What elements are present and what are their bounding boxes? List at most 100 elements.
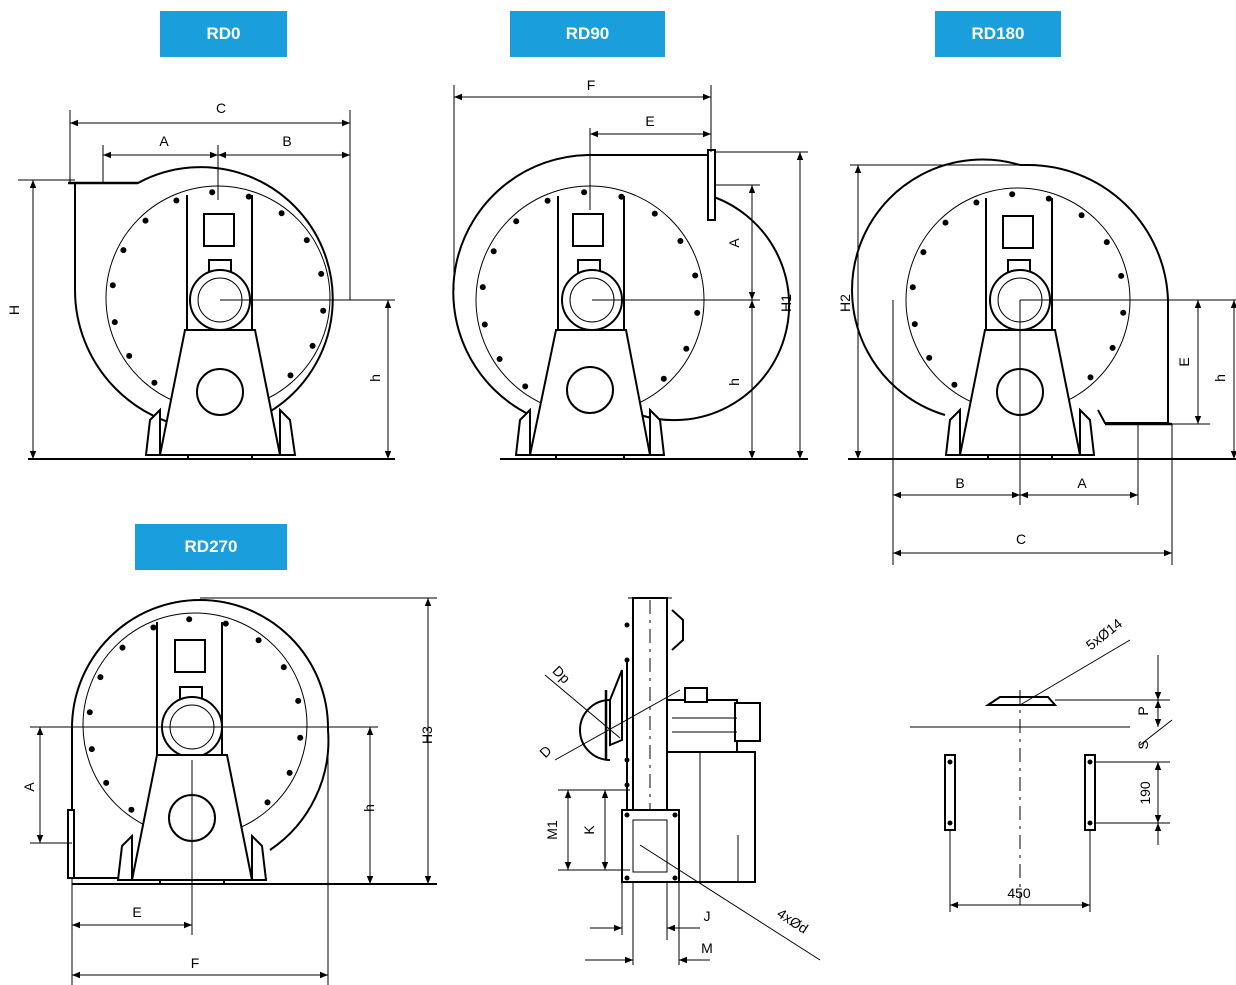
bolt-hole xyxy=(692,272,699,279)
fan-rd270: A h H3 E F xyxy=(21,597,437,985)
dim-label: E xyxy=(132,904,141,920)
bolt-hole xyxy=(496,356,503,362)
dim-label: A xyxy=(1077,475,1087,491)
bolt-hole xyxy=(295,697,302,704)
bolt-hole xyxy=(942,219,949,226)
bolt-hole xyxy=(911,321,918,328)
bolt-hole xyxy=(142,217,149,224)
dim-label: Dp xyxy=(550,662,574,686)
dim-label: 5xØ14 xyxy=(1083,615,1126,653)
dim-label: E xyxy=(645,113,654,129)
dim-label: F xyxy=(191,955,200,971)
fan-rd90: F E A h H1 xyxy=(452,77,808,460)
bolt-hole xyxy=(320,307,327,314)
bolt-hole xyxy=(490,248,497,255)
dim-label: H2 xyxy=(837,294,853,312)
bolt-hole xyxy=(209,189,216,196)
dim-label: A xyxy=(21,782,37,792)
dim-label: B xyxy=(282,133,291,149)
bolt-hole xyxy=(683,345,690,352)
dim-label: S xyxy=(1135,740,1151,749)
bolt-hole xyxy=(119,644,126,651)
dim-label: C xyxy=(216,100,226,116)
dim-label: H1 xyxy=(778,294,794,312)
fan-rd180: H2 E h B A C xyxy=(837,158,1236,565)
bolt-hole xyxy=(111,319,118,326)
bolt-hole xyxy=(1087,374,1094,381)
bolt-hole xyxy=(264,799,271,806)
dim-label: 450 xyxy=(1007,885,1031,901)
bolt-hole xyxy=(109,282,116,289)
bolt-hole xyxy=(651,210,658,217)
bolt-hole xyxy=(513,218,520,225)
dim-label: h xyxy=(1212,374,1228,382)
bolt-hole xyxy=(86,709,93,716)
base-hole-pattern: 5xØ14 P S 190 450 xyxy=(910,615,1173,912)
bolt-hole xyxy=(222,620,229,627)
dim-label: h xyxy=(361,804,377,812)
bolt-hole xyxy=(481,321,488,328)
dim-label: H3 xyxy=(419,726,435,744)
bolt-hole xyxy=(120,247,127,254)
bolt-hole xyxy=(150,624,157,631)
dim-label: J xyxy=(704,908,711,924)
bolt-hole xyxy=(677,238,684,244)
dim-label: h xyxy=(726,378,742,386)
dim-label: h xyxy=(367,374,383,382)
dim-label: M xyxy=(701,940,713,956)
bolt-hole xyxy=(278,210,285,217)
dim-label: A xyxy=(159,133,169,149)
bolt-hole xyxy=(581,189,588,196)
bolt-hole xyxy=(245,193,252,200)
bolt-hole xyxy=(103,779,110,786)
dim-label: K xyxy=(581,825,597,835)
bolt-hole xyxy=(1103,239,1110,246)
bolt-hole xyxy=(694,309,701,316)
bolt-hole xyxy=(303,237,310,244)
bolt-hole xyxy=(286,769,293,776)
bolt-hole xyxy=(1118,272,1125,279)
bolt-hole xyxy=(926,354,933,361)
bolt-hole xyxy=(297,734,304,741)
dim-label: M1 xyxy=(544,820,560,840)
bolt-hole xyxy=(1045,195,1052,202)
view-label-rd180: RD180 xyxy=(935,11,1061,57)
bolt-hole xyxy=(151,379,158,386)
bolt-hole xyxy=(186,616,193,623)
bolt-hole xyxy=(318,270,325,277)
dim-label: 190 xyxy=(1137,781,1153,805)
dim-label: F xyxy=(587,77,596,93)
view-label-rd90: RD90 xyxy=(510,11,665,57)
dim-label: D xyxy=(536,742,554,760)
dim-label: P xyxy=(1135,706,1151,715)
view-label-rd0: RD0 xyxy=(160,11,287,57)
bolt-hole xyxy=(973,199,980,206)
dim-label: C xyxy=(1016,531,1026,547)
bolt-hole xyxy=(618,193,625,200)
bolt-hole xyxy=(128,806,135,813)
bolt-hole xyxy=(1109,344,1116,351)
bolt-hole xyxy=(97,674,104,681)
bolt-hole xyxy=(479,284,486,291)
bolt-hole xyxy=(951,381,958,388)
dim-label: A xyxy=(726,238,742,248)
bolt-hole xyxy=(1078,212,1085,219)
bolt-hole xyxy=(909,284,916,291)
view-label-rd270: RD270 xyxy=(135,524,287,570)
bolt-hole xyxy=(88,746,95,753)
bolt-hole xyxy=(544,197,551,204)
bolt-hole xyxy=(255,637,262,644)
fan-rd0: C A B H h xyxy=(6,100,395,460)
fan-side-view: Dp D M1 K J M 4xØd xyxy=(536,597,821,965)
dim-label: B xyxy=(955,475,964,491)
bolt-hole xyxy=(126,352,133,359)
dim-label: H xyxy=(6,305,22,315)
bolt-hole xyxy=(660,375,667,382)
bolt-hole xyxy=(280,664,287,671)
bolt-hole xyxy=(1120,309,1127,316)
bolt-hole xyxy=(1009,191,1016,198)
bolt-hole xyxy=(287,372,294,379)
bolt-hole xyxy=(309,342,316,349)
bolt-hole xyxy=(173,197,180,204)
